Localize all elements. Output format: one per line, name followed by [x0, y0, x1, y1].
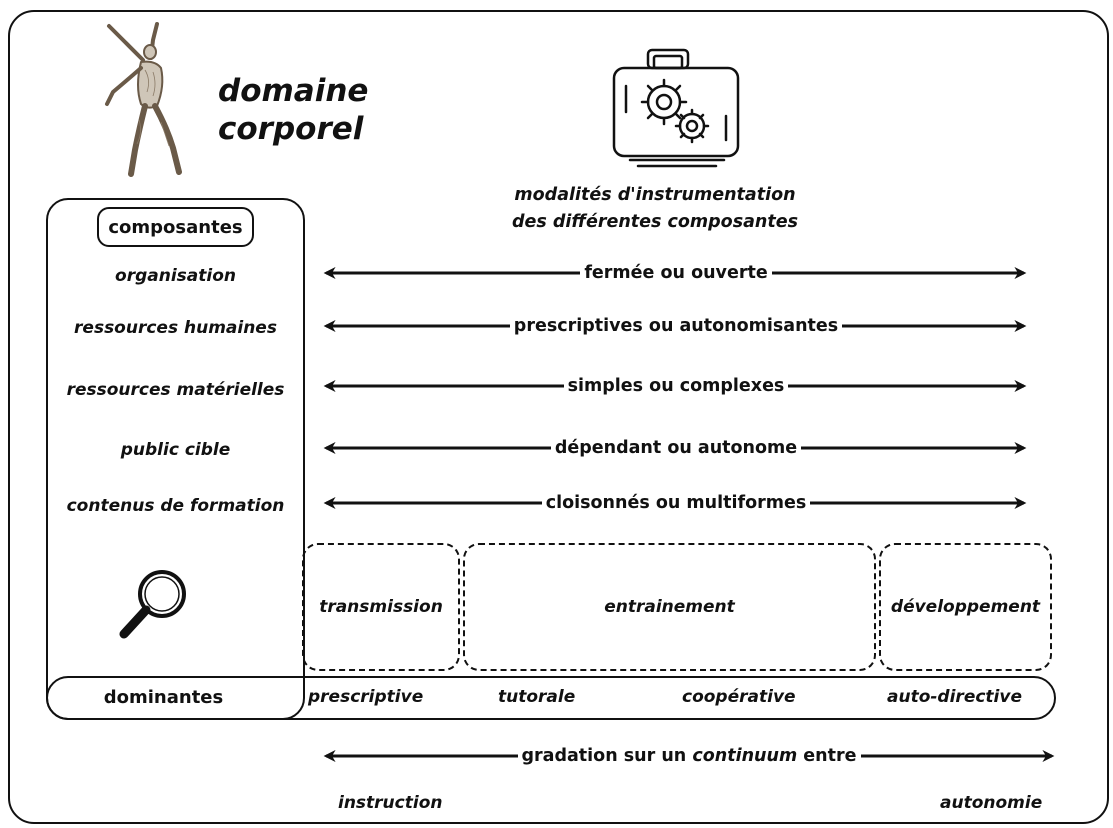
dominantes-label: dominantes: [103, 687, 224, 708]
modalites-line-2: des différentes composantes: [511, 212, 799, 232]
title-line-1: domaine: [218, 73, 369, 109]
composante-ressources-humaines: ressources humaines: [74, 318, 277, 338]
phase-entrainement: entrainement: [463, 543, 876, 671]
phase-developpement: développement: [879, 543, 1052, 671]
gradation-label: gradation sur un continuum entre: [326, 746, 1052, 766]
arrow-text-1: fermée ou ouverte: [580, 263, 772, 283]
arrow-text-2: prescriptives ou autonomisantes: [509, 316, 843, 336]
arrow-text-4: dépendant ou autonome: [550, 438, 802, 458]
gradation-right-end: autonomie: [940, 793, 1043, 813]
modalites-line-1: modalités d'instrumentation: [514, 185, 796, 205]
arrow-label-2: prescriptives ou autonomisantes: [326, 316, 1026, 336]
arrow-label-4: dépendant ou autonome: [326, 438, 1026, 458]
composante-public-cible: public cible: [120, 440, 231, 460]
arrow-label-1: fermée ou ouverte: [326, 263, 1026, 283]
gradation-suffix: entre: [797, 746, 857, 766]
title-domaine-corporel: domaine corporel: [218, 72, 378, 148]
dominante-auto-directive: auto-directive: [887, 687, 1022, 707]
composante-ressources-materielles: ressources matérielles: [66, 380, 285, 400]
modalites-heading: modalités d'instrumentation des différen…: [450, 182, 860, 236]
toolbox-gears-icon: [612, 48, 740, 168]
arrow-text-5: cloisonnés ou multiformes: [541, 493, 811, 513]
gradation-left-end: instruction: [338, 793, 443, 813]
anatomical-figure-icon: [105, 22, 182, 177]
arrow-text-3: simples ou complexes: [563, 376, 789, 396]
phase-transmission: transmission: [302, 543, 460, 671]
gradation-emphasis: continuum: [692, 746, 798, 766]
composante-organisation: organisation: [115, 266, 236, 286]
gradation-prefix: gradation sur un: [521, 746, 693, 766]
title-line-2: corporel: [218, 111, 364, 147]
dominantes-bar: [46, 676, 1056, 720]
arrow-label-3: simples ou complexes: [326, 376, 1026, 396]
dominante-cooperative: coopérative: [682, 687, 796, 707]
composantes-header: composantes: [97, 207, 254, 247]
dominante-tutorale: tutorale: [498, 687, 576, 707]
diagram-frame: [8, 10, 1109, 824]
magnifying-glass-icon: [119, 570, 186, 639]
arrow-label-5: cloisonnés ou multiformes: [326, 493, 1026, 513]
dominante-prescriptive: prescriptive: [308, 687, 424, 707]
composante-contenus-formation: contenus de formation: [66, 496, 285, 516]
